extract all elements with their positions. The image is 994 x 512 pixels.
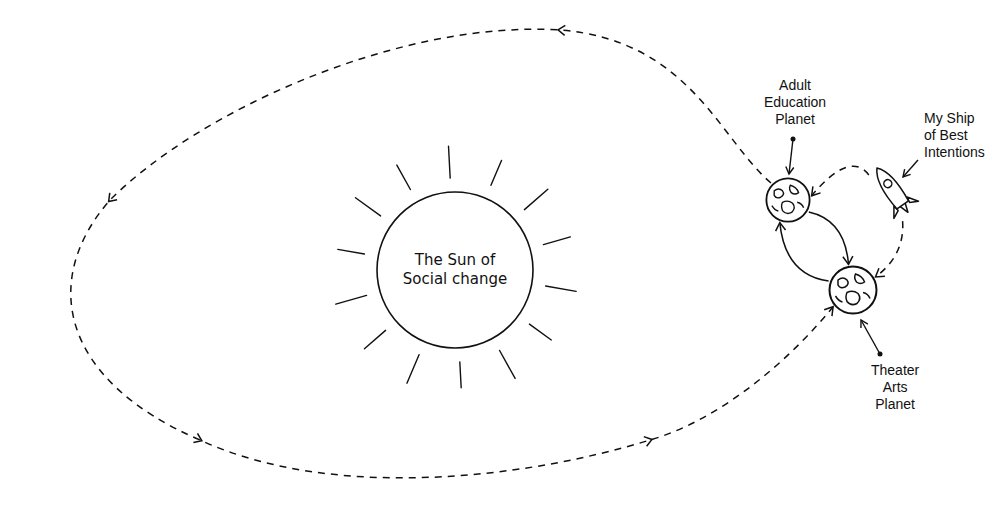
dashed-arrow [812, 166, 869, 196]
orbit-arrow [809, 212, 849, 264]
planet-label: Theater Arts Planet [871, 362, 919, 413]
sun-label: The Sun of Social change [400, 251, 510, 289]
planet-circle: Theater Arts Planet [828, 265, 878, 315]
leader-line [903, 160, 918, 177]
ship-rocket-outline [866, 160, 920, 222]
dashed-arrow [876, 221, 903, 277]
dashed-arrow [71, 29, 833, 478]
leader-line [861, 320, 883, 357]
ship-label: My Ship of Best Intentions [924, 110, 988, 161]
orbit-arrow [780, 223, 829, 282]
planet-circle-outline [765, 177, 811, 223]
sun-rays [336, 146, 576, 388]
leader-line [789, 137, 796, 175]
planet-circle-outline [828, 265, 878, 315]
planet-label: Adult Education Planet [764, 77, 826, 128]
ship-rocket: My Ship of Best Intentions [866, 160, 920, 222]
planet-circle: Adult Education Planet [765, 177, 811, 223]
sun-circle: The Sun of Social change [375, 190, 535, 350]
